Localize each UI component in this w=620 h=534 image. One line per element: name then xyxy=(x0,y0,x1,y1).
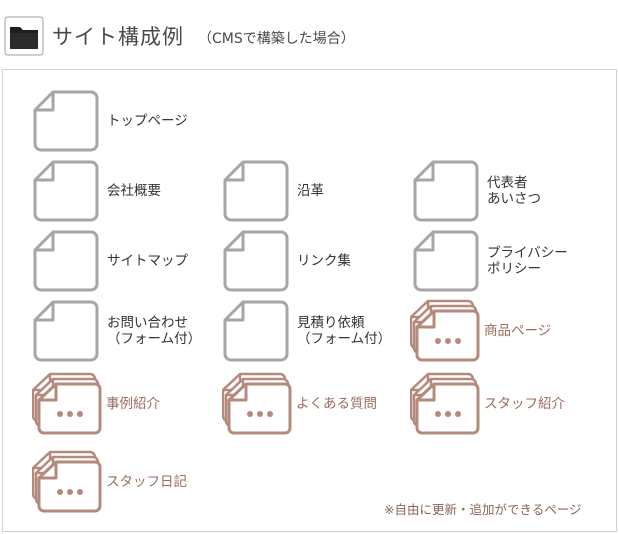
page-item-history[interactable]: 沿革 xyxy=(223,159,324,223)
page-label: 代表者 あいさつ xyxy=(487,175,541,207)
page-item-company[interactable]: 会社概要 xyxy=(33,159,161,223)
page-item-estimate[interactable]: 見積り依頼 （フォーム付） xyxy=(223,299,391,363)
page-icon xyxy=(223,300,289,362)
page-icon xyxy=(223,230,289,292)
page-item-staff-diary[interactable]: スタッフ日記 xyxy=(32,450,187,514)
page-item-sitemap[interactable]: サイトマップ xyxy=(33,229,188,293)
page-icon xyxy=(33,300,99,362)
multi-page-icon xyxy=(410,299,480,362)
page-label: よくある質問 xyxy=(296,396,377,412)
header: サイト構成例 （CMSで構築した場合） xyxy=(4,16,355,56)
page-item-faq[interactable]: よくある質問 xyxy=(222,372,377,436)
page-label: 見積り依頼 （フォーム付） xyxy=(297,315,392,347)
page-item-contact[interactable]: お問い合わせ （フォーム付） xyxy=(33,299,201,363)
page-label: トップページ xyxy=(107,113,188,129)
page-label: サイトマップ xyxy=(107,253,188,269)
structure-panel xyxy=(2,69,617,532)
page-icon xyxy=(33,230,99,292)
page-label: 商品ページ xyxy=(484,323,552,339)
page-icon xyxy=(223,160,289,222)
page-icon xyxy=(413,160,479,222)
page-label: 事例紹介 xyxy=(106,396,160,412)
page-subtitle: （CMSで構築した場合） xyxy=(198,31,355,47)
page-label: お問い合わせ （フォーム付） xyxy=(107,315,202,347)
page-icon xyxy=(413,230,479,292)
folder-icon xyxy=(4,16,44,56)
multi-page-icon xyxy=(32,372,102,435)
page-label: 沿革 xyxy=(297,183,324,199)
page-item-top[interactable]: トップページ xyxy=(33,89,188,153)
page-label: スタッフ日記 xyxy=(106,474,187,490)
multi-page-icon xyxy=(410,372,480,435)
multi-page-icon xyxy=(32,450,102,513)
legend-note: ※自由に更新・追加ができるページ xyxy=(384,502,582,517)
multi-page-icon xyxy=(222,372,292,435)
page-item-cases[interactable]: 事例紹介 xyxy=(32,372,160,436)
page-item-privacy[interactable]: プライバシー ポリシー xyxy=(413,229,568,293)
page-item-links[interactable]: リンク集 xyxy=(223,229,351,293)
page-item-staff[interactable]: スタッフ紹介 xyxy=(410,372,565,436)
page-title: サイト構成例 xyxy=(52,25,184,49)
page-item-products[interactable]: 商品ページ xyxy=(410,299,551,363)
page-label: 会社概要 xyxy=(107,183,161,199)
page-label: リンク集 xyxy=(297,253,351,269)
page-label: スタッフ紹介 xyxy=(484,396,565,412)
page-label: プライバシー ポリシー xyxy=(487,245,568,277)
page-icon xyxy=(33,90,99,152)
page-icon xyxy=(33,160,99,222)
page-item-greeting[interactable]: 代表者 あいさつ xyxy=(413,159,541,223)
